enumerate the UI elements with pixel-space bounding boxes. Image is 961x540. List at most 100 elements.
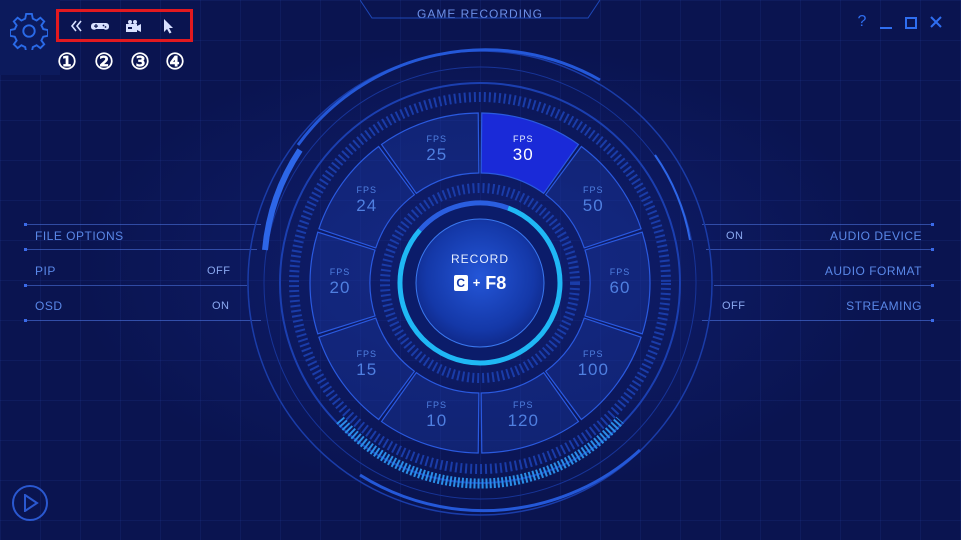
- line-dot: [24, 284, 27, 287]
- fps-segment-25[interactable]: [380, 112, 480, 195]
- close-icon: [930, 16, 942, 28]
- fps-prefix: FPS: [582, 184, 604, 195]
- fps-prefix: FPS: [426, 400, 447, 411]
- left-divider: [25, 224, 261, 225]
- title-frame: [360, 0, 600, 19]
- right-divider: [706, 249, 932, 250]
- fps-segment-120[interactable]: [480, 371, 580, 454]
- help-button[interactable]: ?: [857, 13, 867, 30]
- right-divider: [714, 285, 932, 286]
- fps-value: 20: [329, 278, 351, 297]
- fps-prefix: FPS: [512, 133, 534, 144]
- fps-segment-30[interactable]: [480, 112, 580, 195]
- fps-segment-10[interactable]: [380, 371, 480, 454]
- inner-rings: [380, 183, 580, 383]
- left-divider: [25, 320, 261, 321]
- video-camera-icon[interactable]: [124, 18, 144, 34]
- fps-segment-60[interactable]: [584, 231, 651, 335]
- hotkey-plus: +: [472, 275, 481, 290]
- minimize-button[interactable]: [879, 14, 893, 30]
- close-button[interactable]: [929, 14, 943, 30]
- c-key-icon: C: [453, 275, 468, 291]
- line-dot: [24, 248, 27, 251]
- left-option-file-options[interactable]: FILE OPTIONS: [35, 225, 250, 247]
- line-dot: [931, 284, 934, 287]
- minimize-icon: [880, 27, 892, 29]
- fps-segment-20[interactable]: [309, 231, 376, 335]
- fps-value: 10: [426, 411, 448, 431]
- maximize-icon: [905, 17, 917, 29]
- right-option-streaming[interactable]: OFF STREAMING: [720, 295, 922, 317]
- line-dot: [24, 319, 27, 322]
- right-option-audio-format[interactable]: AUDIO FORMAT: [720, 260, 922, 282]
- outer-rings: [247, 48, 713, 516]
- right-option-audio-device[interactable]: ON AUDIO DEVICE: [720, 225, 922, 247]
- record-label: RECORD: [450, 252, 509, 266]
- fps-segment-100[interactable]: [544, 317, 642, 421]
- fps-value: 120: [507, 411, 539, 431]
- cursor-arrow-icon[interactable]: [159, 18, 177, 34]
- fps-value: 25: [426, 144, 448, 164]
- fps-value: 30: [512, 144, 534, 164]
- option-label: PIP: [35, 264, 56, 278]
- fps-prefix: FPS: [609, 267, 631, 277]
- right-divider: [702, 320, 932, 321]
- number-label-2: ②: [94, 49, 114, 74]
- audio-device-state: ON: [726, 230, 744, 242]
- play-icon: [24, 494, 39, 512]
- fps-prefix: FPS: [582, 349, 604, 360]
- fps-prefix: FPS: [356, 184, 377, 195]
- hotkey-key: F8: [485, 273, 507, 293]
- gear-icon[interactable]: [10, 12, 48, 50]
- line-dot: [931, 248, 934, 251]
- option-label: AUDIO DEVICE: [829, 229, 922, 243]
- option-label: FILE OPTIONS: [35, 229, 124, 243]
- option-label: AUDIO FORMAT: [824, 264, 922, 278]
- streaming-state: OFF: [722, 300, 746, 312]
- fps-segments: [309, 112, 651, 454]
- fps-prefix: FPS: [356, 349, 377, 360]
- fps-value: 100: [577, 360, 609, 380]
- fps-prefix: FPS: [329, 267, 351, 277]
- gamepad-icon[interactable]: [90, 18, 110, 34]
- left-divider: [25, 285, 247, 286]
- line-dot: [24, 223, 27, 226]
- fps-prefix: FPS: [512, 400, 534, 411]
- number-label-3: ③: [130, 49, 150, 74]
- toolbar-highlight: [56, 9, 193, 42]
- record-button[interactable]: RECORD C + F8: [420, 225, 540, 341]
- collapse-chevrons-icon[interactable]: [67, 18, 85, 34]
- fps-value: 15: [356, 360, 378, 380]
- fps-value: 50: [582, 195, 604, 215]
- settings-panel: [0, 0, 60, 75]
- fps-segment-24[interactable]: [318, 145, 416, 249]
- option-label: OSD: [35, 299, 63, 313]
- number-label-4: ④: [165, 49, 185, 74]
- fps-segment-15[interactable]: [318, 317, 416, 421]
- fps-value: 60: [609, 278, 631, 297]
- maximize-button[interactable]: [904, 14, 918, 30]
- line-dot: [931, 223, 934, 226]
- play-button[interactable]: [12, 485, 48, 521]
- fps-prefix: FPS: [426, 133, 447, 144]
- pip-state: OFF: [207, 265, 231, 277]
- record-hotkey: C + F8: [420, 273, 540, 294]
- left-option-pip[interactable]: PIP OFF: [35, 260, 237, 282]
- number-label-1: ①: [57, 49, 77, 74]
- line-dot: [931, 319, 934, 322]
- right-divider: [702, 224, 932, 225]
- left-option-osd[interactable]: OSD ON: [35, 295, 237, 317]
- osd-state: ON: [212, 300, 230, 312]
- fps-segment-50[interactable]: [544, 145, 642, 249]
